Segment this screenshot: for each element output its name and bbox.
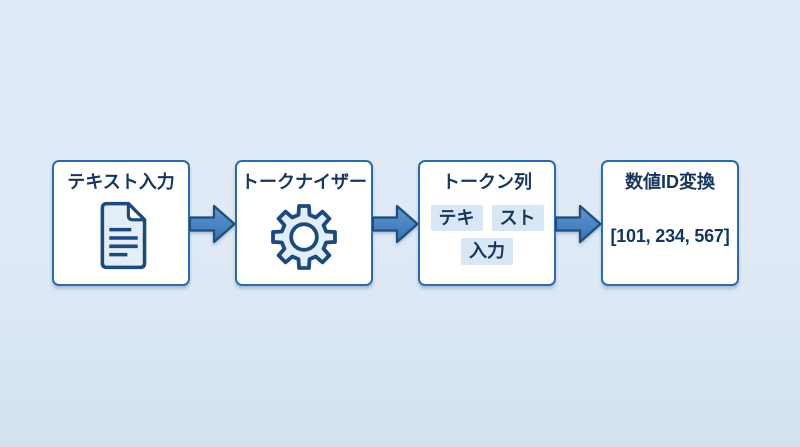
- step-title-text-input: テキスト入力: [67, 172, 175, 192]
- right-arrow-icon: [555, 204, 602, 244]
- gear-icon: [266, 194, 342, 284]
- right-arrow-icon: [372, 204, 419, 244]
- token-chip: テキ: [430, 204, 483, 232]
- token-id-array-value: [101, 234, 567]: [610, 225, 730, 246]
- right-arrow-icon: [189, 204, 236, 244]
- tokenization-flow-diagram: テキスト入力 トークナイザー: [52, 160, 739, 286]
- document-icon: [96, 194, 147, 284]
- step-title-token-sequence: トークン列: [442, 172, 532, 192]
- token-chip: 入力: [461, 238, 513, 265]
- step-title-numeric-id-conversion: 数値ID変換: [625, 172, 715, 192]
- step-box-numeric-id-conversion: 数値ID変換 [101, 234, 567]: [601, 160, 739, 286]
- step-box-text-input: テキスト入力: [52, 160, 190, 286]
- token-chip-row-1: テキ スト: [430, 204, 544, 232]
- step-box-tokenizer: トークナイザー: [235, 160, 373, 286]
- token-chip-row-2: 入力: [461, 238, 513, 265]
- step-box-token-sequence: トークン列 テキ スト 入力: [418, 160, 556, 286]
- token-chip: スト: [491, 204, 544, 232]
- step-title-tokenizer: トークナイザー: [241, 172, 367, 192]
